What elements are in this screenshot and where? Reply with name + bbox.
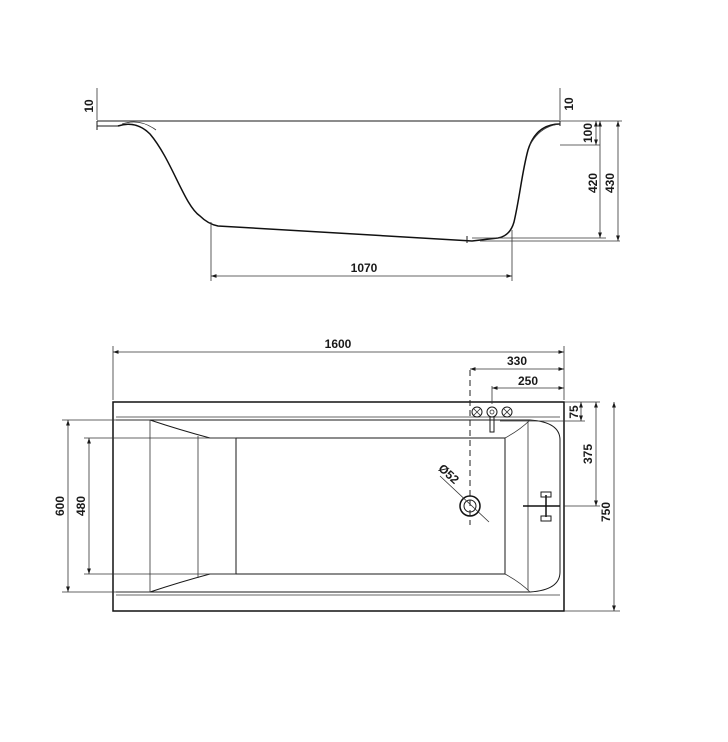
side-dim-100-label: 100 — [581, 123, 595, 143]
top-foot-slope-top — [504, 419, 531, 439]
top-view: Ø52 1600 330 250 75 375 750 — [53, 337, 620, 612]
top-dim-375-label: 375 — [581, 444, 595, 464]
side-dim-420-label: 420 — [586, 173, 600, 193]
overflow-cap-top — [540, 491, 552, 498]
top-dim-750-label: 750 — [599, 502, 613, 522]
side-dim-10-right-label: 10 — [562, 97, 576, 111]
top-dim-600-label: 600 — [53, 496, 67, 516]
drain-diameter-label: Ø52 — [436, 461, 462, 487]
top-dim-250-label: 250 — [518, 374, 538, 388]
tap-center-icon — [486, 406, 498, 418]
tap-left-icon — [471, 406, 483, 418]
side-view: 10 10 100 420 430 1070 — [82, 88, 622, 281]
side-rim-inner-left — [121, 121, 157, 131]
top-dim-75-label: 75 — [567, 405, 581, 419]
tap-right-mark-b — [503, 408, 511, 416]
side-dim-10-left-label: 10 — [82, 99, 96, 113]
overflow-cap-bottom — [540, 515, 552, 522]
top-bowl-outline — [116, 419, 561, 593]
top-dim-480-label: 480 — [74, 496, 88, 516]
tap-center-inner — [489, 409, 495, 415]
tap-spout-icon — [489, 416, 495, 433]
top-outer-rim — [112, 401, 565, 612]
top-dim-330-label: 330 — [507, 354, 527, 368]
tap-right-icon — [501, 406, 513, 418]
side-tub-profile — [117, 123, 561, 242]
drain-outer-icon — [459, 495, 481, 517]
drain-inner-icon — [463, 499, 477, 513]
top-dim-1600-label: 1600 — [325, 337, 352, 351]
top-backrest-bottom-curve — [149, 573, 236, 593]
side-dim-1070-label: 1070 — [351, 261, 378, 275]
top-foot-slope-bottom — [504, 573, 531, 593]
top-backrest-top-curve — [149, 419, 236, 439]
side-rim-inner-right — [529, 123, 561, 146]
drain-leader-line — [439, 475, 490, 523]
tap-left-mark-b — [473, 408, 481, 416]
side-dim-430-label: 430 — [603, 173, 617, 193]
